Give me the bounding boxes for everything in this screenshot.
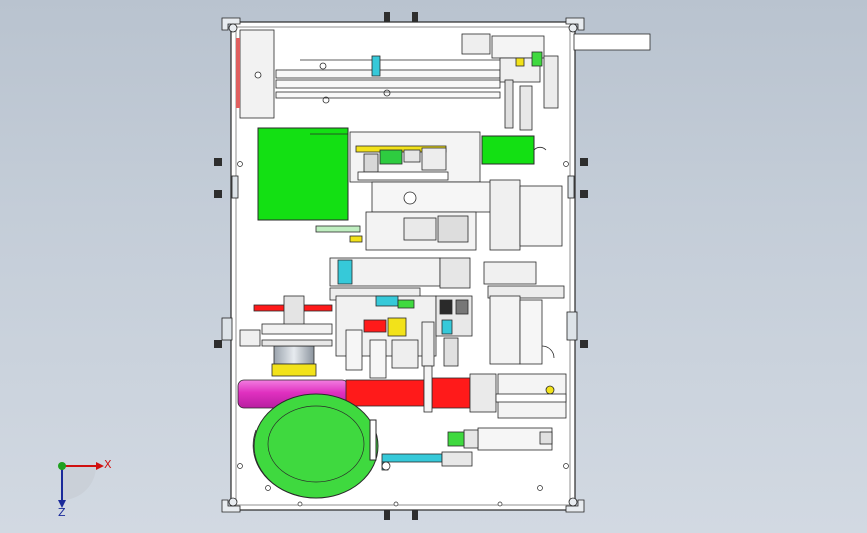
z-axis-label: Z xyxy=(58,506,66,519)
mounting-holes xyxy=(237,161,569,507)
green-panel-left[interactable] xyxy=(257,127,349,221)
corner-brackets xyxy=(221,17,585,513)
center-feeder-assembly[interactable] xyxy=(315,131,565,301)
x-axis-label: X xyxy=(104,458,112,471)
red-belt[interactable] xyxy=(345,365,497,413)
bottom-right-modules[interactable] xyxy=(381,373,567,471)
y-axis-dot xyxy=(58,462,66,470)
green-disc[interactable] xyxy=(252,393,379,499)
green-panel-right[interactable] xyxy=(481,135,547,165)
side-clamps xyxy=(214,12,588,520)
mid-mechanism[interactable] xyxy=(335,295,555,379)
coordinate-triad: X Z xyxy=(58,458,112,519)
left-clamp-arm[interactable] xyxy=(239,295,333,377)
top-linear-module[interactable] xyxy=(236,29,651,131)
